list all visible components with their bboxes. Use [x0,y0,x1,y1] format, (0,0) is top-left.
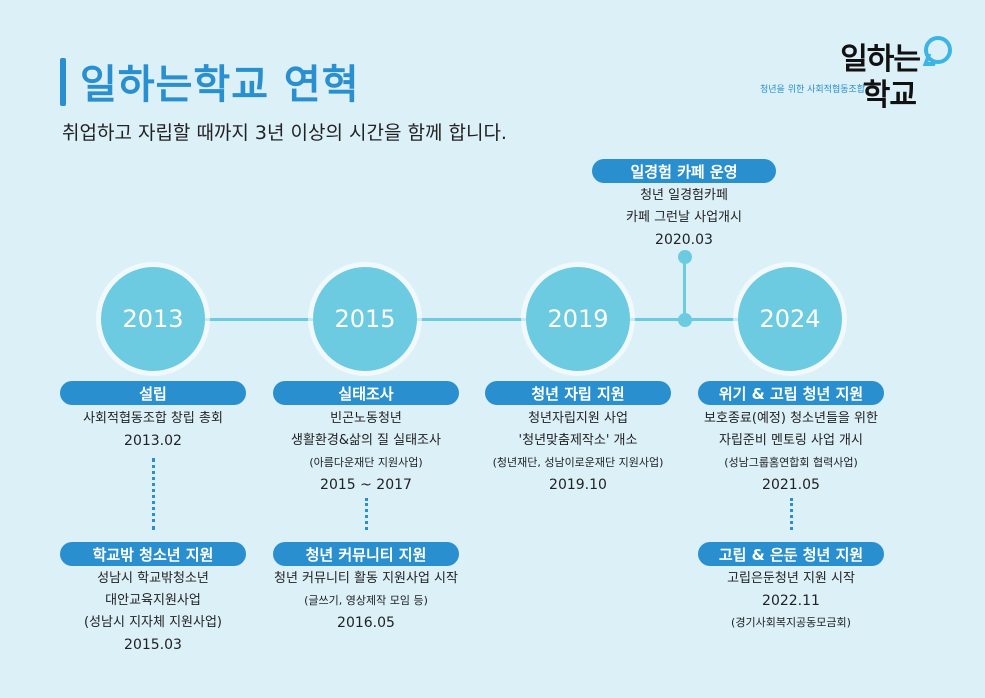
event-date: 2015.03 [124,637,182,653]
desc-line: 사회적협동조합 창립 총회 [83,411,223,426]
desc-note: (성남그룹홈연합회 협력사업) [724,456,858,469]
event-label-out-of-school: 학교밖 청소년 지원 [60,542,246,566]
event-desc-independence: 청년자립지원 사업 '청년맞춤제작소' 개소 (청년재단, 성남이로운재단 지원… [468,408,688,496]
event-desc-survey: 빈곤노동청년 생활환경&삶의 질 실태조사 (아름다운재단 지원사업) 2015… [256,408,476,496]
event-date: 2016.05 [337,615,395,631]
logo: 일하는 학교 청년을 위한 사회적협동조합 [750,28,960,113]
timeline-line [150,318,790,321]
desc-line: 청년 커뮤니티 활동 지원사업 시작 [274,571,458,586]
logo-word-1: 일하는 [840,42,921,77]
desc-line: 청년자립지원 사업 [528,411,628,426]
event-desc-crisis-support: 보호종료(예정) 청소년들을 위한 자립준비 멘토링 사업 개시 (성남그룹홈연… [676,408,906,496]
event-desc-reclusive-support: 고립은둔청년 지원 시작 2022.11 (경기사회복지공동모금회) [676,568,906,634]
event-label-survey: 실태조사 [273,381,459,405]
event-desc-cafe: 청년 일경험카페 카페 그런날 사업개시 2020.03 [584,185,784,251]
desc-line: 청년 일경험카페 [640,188,728,203]
desc-line: 보호종료(예정) 청소년들을 위한 [704,411,878,426]
year-circle-2015: 2015 [313,267,417,371]
dotted-connector [790,498,793,530]
event-date: 2022.11 [762,593,820,609]
event-label-cafe: 일경험 카페 운영 [592,159,776,183]
page-subtitle: 취업하고 자립할 때까지 3년 이상의 시간을 함께 합니다. [62,122,507,144]
desc-line: 빈곤노동청년 [330,411,402,426]
desc-note: (아름다운재단 지원사업) [309,456,423,469]
title-accent-bar [60,58,66,106]
desc-note: (글쓰기, 영상제작 모임 등) [304,594,428,607]
event-desc-community: 청년 커뮤니티 활동 지원사업 시작 (글쓰기, 영상제작 모임 등) 2016… [256,568,476,634]
branch-dot-top [678,250,692,264]
desc-line: 생활환경&삶의 질 실태조사 [291,433,441,448]
desc-line: 자립준비 멘토링 사업 개시 [719,433,863,448]
desc-note: (성남시 지자체 지원사업) [83,615,222,630]
dotted-connector [152,458,155,530]
event-label-independence: 청년 자립 지원 [485,381,671,405]
event-desc-founding: 사회적협동조합 창립 총회 2013.02 [53,408,253,452]
desc-line: 성남시 학교밖청소년 [97,571,209,586]
event-date: 2021.05 [762,477,820,493]
branch-dot-junction [678,313,692,327]
desc-note: (경기사회복지공동모금회) [731,616,851,629]
year-circle-2019: 2019 [526,267,630,371]
branch-connector [683,258,686,320]
logo-tagline: 청년을 위한 사회적협동조합 [760,85,866,95]
dotted-connector [365,498,368,530]
logo-word-2: 학교 [862,78,917,113]
event-label-reclusive-support: 고립 & 은둔 청년 지원 [698,542,884,566]
year-circle-2013: 2013 [101,267,205,371]
event-date: 2019.10 [549,477,607,493]
event-label-crisis-support: 위기 & 고립 청년 지원 [698,381,884,405]
desc-line: 카페 그런날 사업개시 [626,210,742,225]
desc-line: 대안교육지원사업 [105,593,201,608]
year-circle-2024: 2024 [738,267,842,371]
event-date: 2020.03 [655,232,713,248]
event-label-community: 청년 커뮤니티 지원 [273,542,459,566]
event-label-founding: 설립 [60,381,246,405]
page-title: 일하는학교 연혁 [80,62,360,108]
event-desc-out-of-school: 성남시 학교밖청소년 대안교육지원사업 (성남시 지자체 지원사업) 2015.… [53,568,253,656]
desc-line: 고립은둔청년 지원 시작 [727,571,855,586]
desc-line: '청년맞춤제작소' 개소 [518,433,638,448]
desc-note: (청년재단, 성남이로운재단 지원사업) [492,456,664,469]
event-date: 2013.02 [124,433,182,449]
event-date: 2015 ~ 2017 [320,477,412,493]
speech-bubble-icon [924,36,952,64]
